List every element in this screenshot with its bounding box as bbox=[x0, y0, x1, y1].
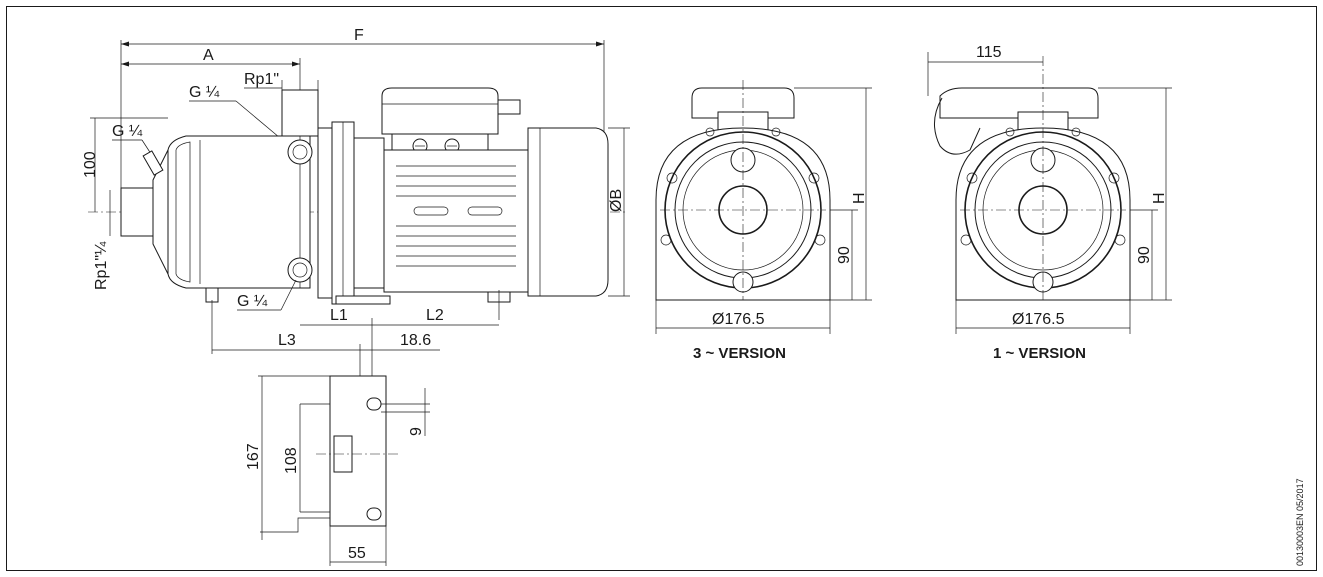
dim-108-label: 108 bbox=[283, 447, 300, 474]
capacitor-handle bbox=[934, 97, 981, 155]
pump-body bbox=[167, 135, 311, 289]
fan-cover bbox=[527, 127, 609, 297]
dim-90-label-3: 90 bbox=[836, 246, 853, 264]
dim-b-label: ØB bbox=[608, 189, 625, 212]
drawing-frame bbox=[6, 6, 1317, 571]
dim-rp114-label: Rp1"¼ bbox=[93, 241, 110, 290]
drain-plug-top bbox=[287, 139, 313, 165]
dim-g14-left-label: G ¼ bbox=[112, 123, 143, 140]
cable-gland bbox=[497, 99, 521, 115]
discharge-port bbox=[281, 89, 319, 137]
base-plate: 9 167 108 55 bbox=[245, 375, 430, 566]
flange bbox=[317, 127, 333, 299]
front-view-1-phase: 115 H 90 Ø176.5 1 ~ VERSION bbox=[927, 44, 1172, 362]
dim-100-label: 100 bbox=[82, 151, 99, 178]
dim-9-label: 9 bbox=[408, 427, 425, 436]
dim-186-label: 18.6 bbox=[400, 332, 431, 349]
caption-1-version: 1 ~ VERSION bbox=[993, 345, 1086, 362]
dim-1765-label-1: Ø176.5 bbox=[1012, 311, 1065, 328]
drain-plug-bottom bbox=[287, 257, 313, 283]
dim-g14-top-label: G ¼ bbox=[189, 84, 220, 101]
document-code: 00130003EN 05/2017 bbox=[1295, 478, 1305, 566]
dim-167-label: 167 bbox=[245, 443, 262, 470]
caption-3-version: 3 ~ VERSION bbox=[693, 345, 786, 362]
front-view-3-phase: H 90 Ø176.5 3 ~ VERSION bbox=[655, 80, 872, 362]
slot-top bbox=[366, 397, 382, 411]
dim-l1-label: L1 bbox=[330, 307, 348, 324]
dim-l3-label: L3 bbox=[278, 332, 296, 349]
motor-body bbox=[383, 149, 529, 293]
dim-90-label-1: 90 bbox=[1136, 246, 1153, 264]
dim-115-label: 115 bbox=[976, 44, 1002, 61]
dim-a-label: A bbox=[203, 47, 214, 64]
dim-l2-label: L2 bbox=[426, 307, 444, 324]
side-view: F A Rp1" G ¼ 100 G ¼ Rp1"¼ bbox=[82, 27, 630, 378]
dim-g14-bottom-label: G ¼ bbox=[237, 293, 268, 310]
slot-bottom bbox=[366, 507, 382, 521]
dim-1765-label-3: Ø176.5 bbox=[712, 311, 765, 328]
dim-rp1-label: Rp1" bbox=[244, 71, 279, 88]
pump-foot bbox=[335, 295, 391, 305]
terminal-box bbox=[381, 87, 499, 135]
inlet-nozzle bbox=[120, 187, 154, 237]
dim-55-label: 55 bbox=[348, 545, 366, 562]
terminal-box-front-1 bbox=[939, 87, 1099, 119]
dim-h-label-3: H bbox=[851, 192, 868, 204]
dim-h-label-1: H bbox=[1151, 192, 1168, 204]
dim-f-label: F bbox=[354, 27, 364, 44]
